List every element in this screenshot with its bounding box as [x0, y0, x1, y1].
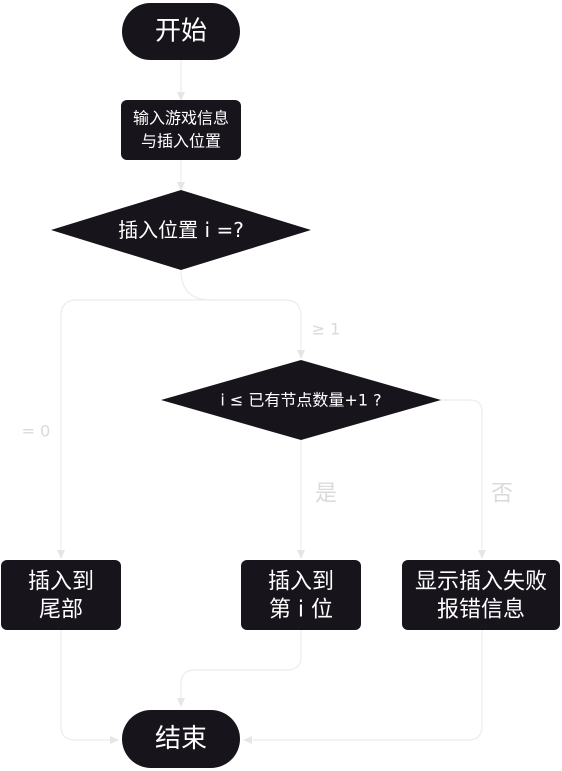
- end-node: 结束: [122, 710, 240, 768]
- input-node: 输入游戏信息 与插入位置: [121, 100, 241, 160]
- edge-fail-to-end: [243, 630, 483, 744]
- start-label: 开始: [155, 17, 207, 47]
- edge-label-ge-one: ≥ 1: [312, 320, 341, 339]
- insert-fail-node: 显示插入失败 报错信息: [402, 560, 560, 630]
- edge-insert-ith-to-end: [177, 630, 302, 707]
- edges: [57, 60, 486, 744]
- insert-fail-label-line2: 报错信息: [437, 598, 525, 623]
- insert-ith-label-line1: 插入到: [268, 570, 334, 595]
- decision-count-label: i ≤ 已有节点数量+1 ?: [220, 391, 381, 410]
- edge-tail-to-end: [60, 630, 119, 744]
- start-node: 开始: [122, 3, 240, 60]
- edge-decision-position-to-tail: [57, 299, 181, 559]
- end-label: 结束: [155, 724, 207, 754]
- edge-decision-position-stem: [180, 269, 212, 301]
- insert-tail-node: 插入到 尾部: [1, 560, 121, 630]
- insert-ith-node: 插入到 第 i 位: [241, 560, 361, 630]
- input-label-line2: 与插入位置: [141, 132, 221, 151]
- edge-decision-count-to-fail: [440, 399, 486, 559]
- edge-decision-position-to-decision-count: [181, 299, 305, 359]
- insert-tail-label-line1: 插入到: [28, 570, 94, 595]
- insert-fail-label-line1: 显示插入失败: [415, 570, 547, 595]
- decision-count-node: i ≤ 已有节点数量+1 ?: [161, 360, 441, 440]
- decision-position-node: 插入位置 i =?: [51, 190, 311, 270]
- edge-label-eq-zero: = 0: [22, 422, 51, 441]
- edge-label-yes: 是: [315, 482, 337, 507]
- edge-label-no: 否: [491, 482, 513, 507]
- insert-ith-label-line2: 第 i 位: [269, 598, 333, 623]
- decision-position-label: 插入位置 i =?: [118, 218, 244, 242]
- input-label-line1: 输入游戏信息: [133, 109, 229, 128]
- insert-tail-label-line2: 尾部: [39, 598, 83, 623]
